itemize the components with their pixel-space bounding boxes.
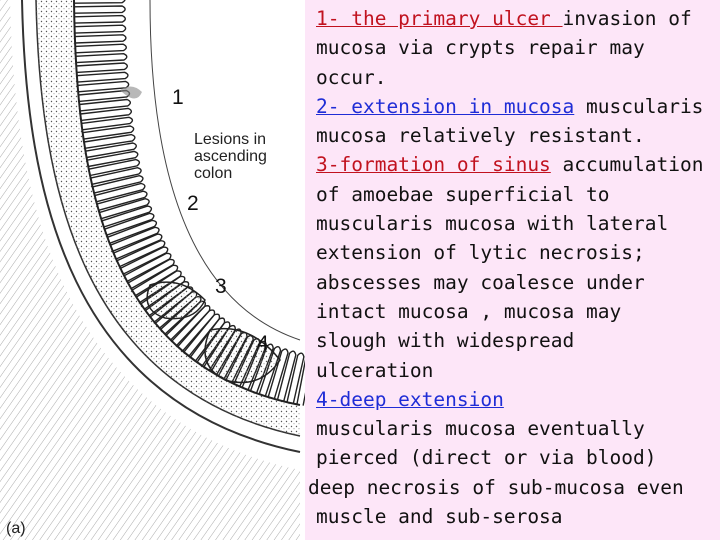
crypt — [92, 174, 144, 194]
note-line: 2- extension in mucosa muscularis — [308, 92, 718, 121]
note-line: mucosa relatively resistant. — [316, 124, 645, 148]
crypt — [80, 107, 133, 122]
crypt — [267, 348, 289, 400]
submucosa-layer — [36, 0, 300, 436]
crypt — [116, 239, 166, 268]
lesion-caption-line: colon — [194, 165, 233, 182]
note-line: deep necrosis of sub-mucosa even — [308, 475, 684, 499]
note-line: mucosa via crypts repair may — [316, 36, 645, 60]
serosa-layer — [0, 0, 300, 540]
deep-lesion-4 — [204, 327, 281, 384]
crypt — [107, 219, 158, 244]
crypt — [75, 43, 127, 54]
crypt — [74, 34, 127, 44]
panel-label: (a) — [6, 520, 26, 537]
lesion-caption: Lesions in ascending colon — [194, 131, 267, 182]
stage-2-heading: 2- extension in mucosa — [316, 94, 575, 118]
lesion-marker-2: 2 — [187, 192, 199, 215]
note-line: 4-deep extension — [308, 385, 718, 414]
ulcer-lesion-1 — [120, 86, 142, 99]
lesion-marker-3: 3 — [215, 275, 227, 298]
crypt — [101, 205, 153, 228]
stage-3-heading: 3-formation of sinus — [316, 153, 551, 177]
colon-lesion-diagram: 1 2 3 4 Lesions in ascending colon (a) — [0, 0, 305, 540]
crypt — [75, 52, 128, 64]
crypt — [123, 252, 172, 283]
crypt — [74, 14, 126, 24]
crypt — [113, 233, 163, 260]
colon-cross-section-drawing — [0, 0, 305, 540]
note-line: intact mucosa , mucosa may — [316, 299, 622, 323]
crypt — [83, 133, 136, 149]
lesion-marker-4: 4 — [257, 332, 269, 355]
crypt — [258, 345, 282, 397]
stage-4-heading: 4-deep extension — [316, 387, 504, 411]
crypt — [81, 116, 134, 131]
crypt — [120, 246, 169, 275]
crypt — [104, 212, 155, 236]
note-line: pierced (direct or via blood) — [316, 446, 657, 470]
note-line: 1- the primary ulcer invasion of — [308, 4, 718, 33]
crypt — [94, 182, 146, 203]
crypt — [76, 62, 128, 74]
note-line: abscesses may coalesce under — [316, 270, 645, 294]
muscle-layer-line-1 — [21, 0, 301, 453]
stage-1-heading: 1- the primary ulcer — [316, 7, 563, 30]
crypt — [99, 197, 150, 220]
lesion-caption-line: Lesions in — [194, 131, 267, 148]
crypt — [76, 71, 129, 83]
note-line: slough with widespread — [316, 329, 575, 353]
crypt — [286, 352, 305, 404]
crypt — [73, 0, 126, 4]
note-line: of amoebae superficial to — [316, 182, 610, 206]
crypt — [86, 150, 139, 168]
lesion-caption-line: ascending — [194, 148, 267, 165]
note-line: ulceration — [316, 358, 434, 382]
crypt — [74, 24, 127, 34]
crypt — [82, 125, 135, 140]
sinus-lesion-3 — [146, 281, 206, 320]
note-line: muscularis mucosa with lateral — [316, 212, 669, 236]
note-text: accumulation — [550, 153, 704, 177]
note-text: muscularis — [574, 94, 704, 118]
crypt — [85, 142, 137, 159]
crypt — [276, 350, 297, 402]
note-line: 3-formation of sinus accumulation — [308, 150, 718, 179]
lesion-stage-notes: 1- the primary ulcer invasion of mucosa … — [308, 4, 718, 531]
note-text: invasion of — [562, 7, 692, 30]
crypt — [96, 190, 148, 211]
crypt — [79, 98, 132, 112]
lumen-edge — [149, 0, 301, 341]
note-line: extension of lytic necrosis; — [316, 241, 645, 265]
crypt — [90, 166, 142, 185]
note-line: muscularis mucosa eventually — [316, 417, 645, 441]
note-line: occur. — [316, 65, 387, 89]
crypt — [88, 158, 141, 177]
crypt — [74, 5, 126, 14]
crypt — [110, 226, 160, 252]
lesion-marker-1: 1 — [172, 86, 184, 109]
note-line: muscle and sub-serosa — [316, 505, 563, 529]
